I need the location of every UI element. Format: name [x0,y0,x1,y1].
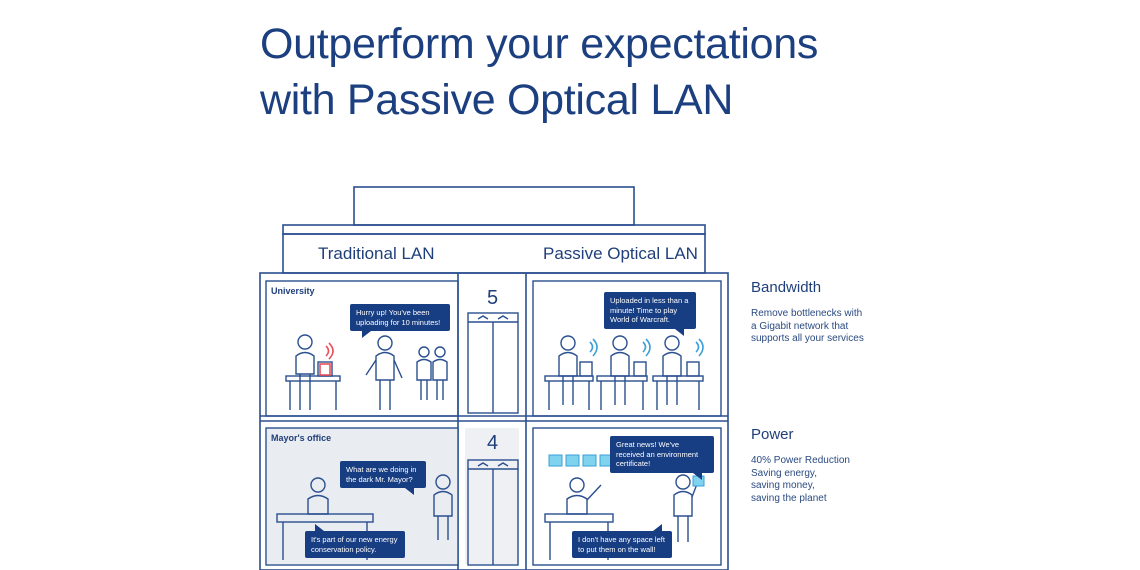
wifi-red-icon [319,342,334,376]
bandwidth-heading: Bandwidth [751,279,822,296]
power-line-4: saving the planet [751,492,827,504]
room-mayor-left [265,427,459,566]
roof-cornice [282,224,706,235]
speech-bubble-certificate: Great news! We've received an environmen… [610,436,714,479]
room-university-right [532,280,722,417]
mayor-desk [276,513,374,523]
power-heading: Power [751,426,794,443]
column-label-traditional: Traditional LAN [318,244,435,263]
bandwidth-line-2: a Gigabit network that [751,320,849,332]
room-label-mayor: Mayor's office [271,433,332,443]
column-label-optical: Passive Optical LAN [543,244,698,263]
room-mayor-right [532,427,722,566]
power-text: 40% Power Reduction Saving energy, savin… [751,455,850,505]
speech-bubble-dark: What are we doing in the dark Mr. Mayor? [340,461,426,495]
bandwidth-text: Remove bottlenecks with a Gigabit networ… [751,308,864,346]
power-line-1: 40% Power Reduction [751,455,850,466]
title-line-1: Outperform your expectations [260,20,819,68]
speech-bubble-conservation: It's part of our new energy conservation… [305,524,405,558]
page-title: Outperform your expectations with Passiv… [260,16,818,128]
floor-number-4: 4 [487,432,499,454]
bandwidth-line-1: Remove bottlenecks with [751,308,863,319]
power-line-3: saving money, [751,480,815,491]
desk-5-left [285,375,341,382]
power-line-2: Saving energy, [751,467,817,479]
bandwidth-line-3: supports all your services [751,333,864,344]
room-label-university: University [271,286,315,296]
floor-number-5: 5 [487,287,499,309]
roof-top [353,186,635,226]
speech-bubble-no-space: I don't have any space left to put them … [572,524,672,558]
title-line-2: with Passive Optical LAN [260,76,734,124]
room-university-left [265,280,459,417]
wifi-blue-icon [589,338,704,357]
speech-bubble-upload-fast: Uploaded in less than a minute! Time to … [604,292,696,335]
speech-bubble-upload-slow: Hurry up! You've been uploading for 10 m… [350,304,450,338]
